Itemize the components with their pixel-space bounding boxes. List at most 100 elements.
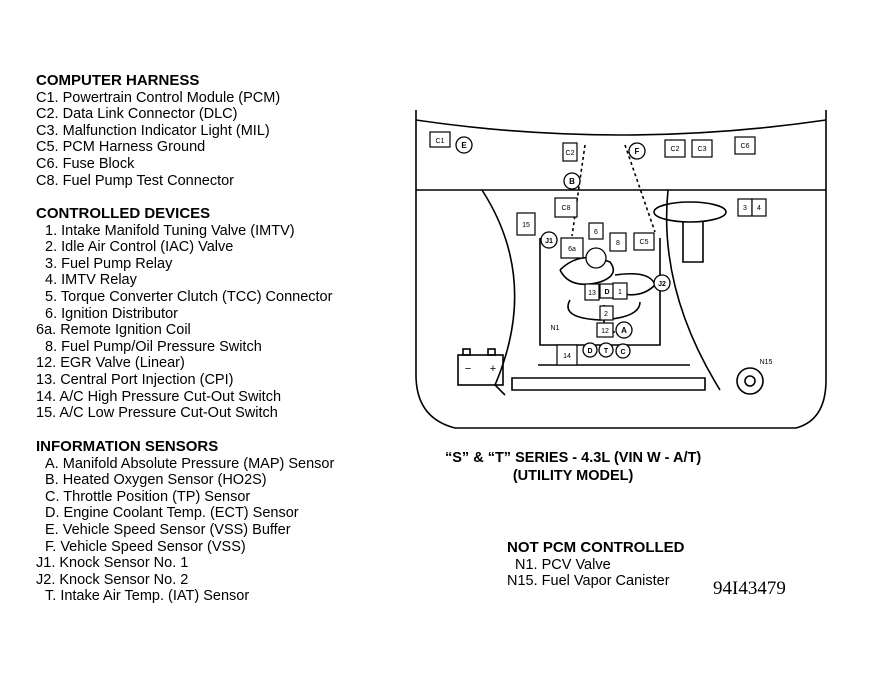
component-12 [596, 322, 614, 338]
label-d: D [604, 289, 609, 296]
component-c2 [562, 142, 578, 162]
label-2: 2 [604, 311, 608, 318]
legend-item-c6: C6. Fuse Block [36, 155, 135, 172]
component-1 [612, 282, 628, 300]
diagram-caption: “S” & “T” SERIES - 4.3L (VIN W - A/T) (U… [445, 449, 701, 485]
sensor-t [598, 342, 614, 358]
caption-line-1: “S” & “T” SERIES - 4.3L (VIN W - A/T) [445, 450, 702, 466]
component-c5 [633, 232, 655, 251]
legend-item-6: 6. Ignition Distributor [45, 305, 178, 322]
engine-block [539, 238, 661, 346]
fuel-vapor-canister [736, 367, 764, 395]
legend-item-2: 2. Idle Air Control (IAC) Valve [45, 239, 234, 256]
label-4: 4 [757, 205, 761, 212]
label-c6: C6 [741, 143, 750, 150]
label-14: 14 [563, 353, 571, 360]
legend-item-12: 12. EGR Valve (Linear) [36, 355, 185, 372]
legend-item-6a: 6a. Remote Ignition Coil [36, 322, 191, 339]
label-12: 12 [601, 328, 609, 335]
component-2 [599, 305, 614, 321]
legend-item-d: D. Engine Coolant Temp. (ECT) Sensor [45, 505, 299, 522]
legend-item-15: 15. A/C Low Pressure Cut-Out Switch [36, 405, 278, 422]
canister-inner [744, 375, 756, 387]
legend-item-c2: C2. Data Link Connector (DLC) [36, 106, 238, 123]
component-6 [588, 222, 604, 240]
right-fender [665, 189, 721, 391]
controlled-devices-heading: CONTROLLED DEVICES [36, 205, 211, 222]
label-j2: J2 [658, 281, 666, 288]
sensor-b [563, 172, 581, 190]
label-c1: C1 [436, 138, 445, 145]
legend-item-4: 4. IMTV Relay [45, 272, 137, 289]
vehicle-body-outline [415, 110, 827, 429]
computer-harness-legend: COMPUTER HARNESS C1. Powertrain Control … [36, 72, 281, 189]
label-3: 3 [743, 205, 747, 212]
distributor-cap [585, 247, 607, 269]
controlled-devices-legend: CONTROLLED DEVICES 1. Intake Manifold Tu… [36, 205, 333, 422]
label-c: C [620, 349, 625, 356]
legend-item-c1: C1. Powertrain Control Module (PCM) [36, 89, 281, 106]
battery-post-left [462, 348, 471, 356]
sensor-e [455, 136, 473, 154]
component-c6 [734, 136, 756, 155]
legend-item-14: 14. A/C High Pressure Cut-Out Switch [36, 388, 282, 405]
sensor-c [615, 343, 631, 359]
label-j1: J1 [545, 238, 553, 245]
computer-harness-heading: COMPUTER HARNESS [36, 72, 200, 89]
legend-item-t: T. Intake Air Temp. (IAT) Sensor [45, 588, 250, 605]
component-14 [556, 344, 578, 366]
label-n1: N1 [551, 325, 560, 332]
figure-serial-number: 94I43479 [713, 578, 786, 599]
label-b: B [569, 177, 575, 186]
sensor-j2 [653, 274, 671, 292]
component-c8 [554, 197, 578, 218]
legend-item-13: 13. Central Port Injection (CPI) [36, 371, 234, 388]
label-c2: C2 [566, 150, 575, 157]
legend-item-c5: C5. PCM Harness Ground [36, 139, 206, 156]
information-sensors-legend: INFORMATION SENSORS A. Manifold Absolute… [36, 438, 335, 605]
label-6: 6 [594, 229, 598, 236]
not-pcm-heading: NOT PCM CONTROLLED [507, 539, 685, 556]
label-c2b: C2 [671, 146, 680, 153]
legend-item-a: A. Manifold Absolute Pressure (MAP) Sens… [45, 455, 335, 472]
battery [457, 354, 504, 386]
label-c5: C5 [640, 239, 649, 246]
legend-item-f: F. Vehicle Speed Sensor (VSS) [45, 538, 246, 555]
legend-item-e: E. Vehicle Speed Sensor (VSS) Buffer [45, 521, 291, 538]
legend-item-c8: C8. Fuel Pump Test Connector [36, 172, 235, 189]
battery-minus: − [465, 363, 471, 375]
legend-item-n1: N1. PCV Valve [515, 556, 611, 573]
component-c6a [664, 139, 686, 158]
label-d2: D [587, 348, 592, 355]
battery-post-right [487, 348, 496, 356]
legend-item-c3: C3. Malfunction Indicator Light (MIL) [36, 122, 270, 139]
component-6a [560, 237, 584, 259]
left-fender [481, 189, 516, 396]
label-n15: N15 [760, 359, 773, 366]
component-13 [584, 283, 600, 301]
caption-line-2: (UTILITY MODEL) [512, 468, 634, 484]
component-c1 [429, 131, 451, 148]
legend-item-8: 8. Fuel Pump/Oil Pressure Switch [45, 338, 262, 355]
firewall-curve [415, 119, 827, 136]
label-1: 1 [618, 289, 622, 296]
label-15: 15 [522, 222, 530, 229]
radiator-support [511, 377, 706, 391]
label-13: 13 [588, 290, 596, 297]
label-t: T [604, 348, 609, 355]
sensor-d2 [582, 342, 598, 358]
air-duct [682, 222, 704, 263]
air-cleaner [653, 201, 727, 223]
label-a: A [621, 326, 627, 335]
legend-item-c: C. Throttle Position (TP) Sensor [45, 488, 251, 505]
legend-item-j2: J2. Knock Sensor No. 2 [36, 571, 189, 588]
sensor-j1 [540, 231, 558, 249]
label-8: 8 [616, 240, 620, 247]
component-8 [609, 232, 627, 252]
component-15 [516, 212, 536, 236]
legend-item-j1: J1. Knock Sensor No. 1 [36, 555, 189, 572]
label-c8: C8 [562, 205, 571, 212]
legend-item-5: 5. Torque Converter Clutch (TCC) Connect… [45, 288, 333, 305]
